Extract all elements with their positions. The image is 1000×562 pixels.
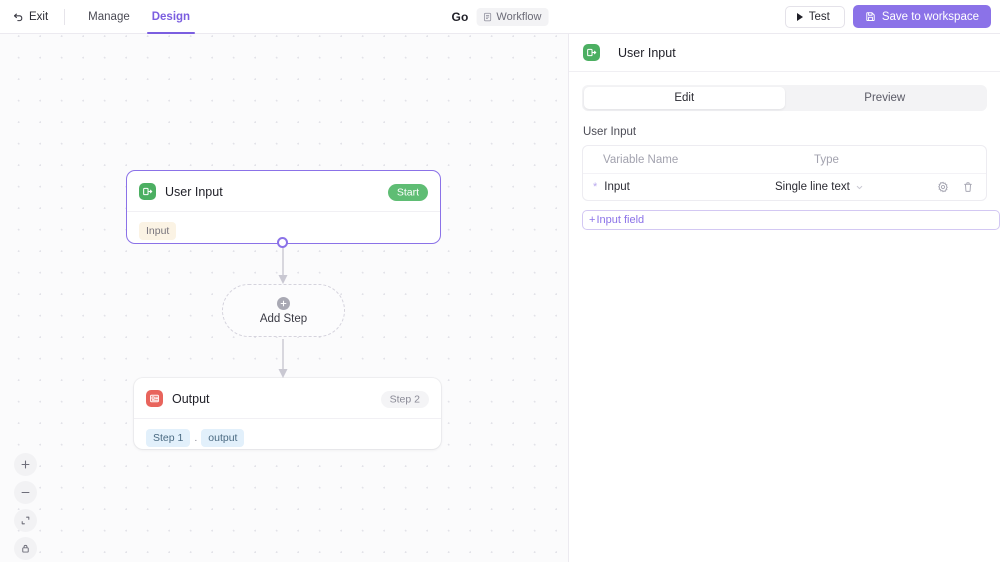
top-header: Exit Manage Design Go Workflow xyxy=(0,0,1000,34)
tab-edit-label: Edit xyxy=(674,92,695,104)
node-user-input-badge-wrap: Start xyxy=(387,183,428,201)
variable-tag-input[interactable]: Input xyxy=(139,222,177,240)
zoom-in-button[interactable] xyxy=(14,453,37,476)
lock-button[interactable] xyxy=(14,537,37,560)
tab-preview[interactable]: Preview xyxy=(785,87,986,109)
panel-header: User Input xyxy=(569,34,1000,72)
lock-icon xyxy=(22,544,29,553)
user-input-icon xyxy=(583,44,600,61)
main-body: User Input Start Input Add Step xyxy=(0,34,1000,562)
node-user-input[interactable]: User Input Start Input xyxy=(126,170,441,244)
expand-icon xyxy=(21,516,30,525)
workflow-badge-label: Workflow xyxy=(496,10,542,23)
tab-design-label: Design xyxy=(151,10,191,23)
properties-panel: User Input Edit Preview User Input Varia… xyxy=(569,34,1000,562)
header-divider xyxy=(64,8,66,25)
node-output[interactable]: Output Step 2 Step 1 . output xyxy=(134,378,441,449)
tab-preview-label: Preview xyxy=(864,92,906,104)
go-label: Go xyxy=(451,9,469,24)
panel-title: User Input xyxy=(618,45,676,60)
node-output-port[interactable] xyxy=(277,237,288,248)
fit-view-button[interactable] xyxy=(14,509,37,532)
tab-edit[interactable]: Edit xyxy=(584,87,785,109)
flow-canvas[interactable]: User Input Start Input Add Step xyxy=(0,34,569,562)
variable-name-value[interactable]: Input xyxy=(604,181,630,193)
header-center-group: Go Workflow xyxy=(451,7,549,26)
node-user-input-header: User Input Start xyxy=(127,171,440,212)
zoom-out-button[interactable] xyxy=(14,481,37,504)
add-field-prefix: + xyxy=(589,214,596,226)
add-input-field-button[interactable]: + Input field xyxy=(582,210,1000,230)
node-output-title: Output xyxy=(172,391,210,406)
node-output-badge-wrap: Step 2 xyxy=(380,390,429,408)
cell-variable-name: * Input xyxy=(593,181,775,193)
exit-label: Exit xyxy=(29,10,49,23)
variables-table: Variable Name Type * Input Single line t… xyxy=(582,145,987,201)
tab-manage[interactable]: Manage xyxy=(77,0,141,33)
exit-button[interactable]: Exit xyxy=(11,8,54,26)
user-input-icon xyxy=(139,183,156,200)
column-header-type: Type xyxy=(814,153,839,166)
plus-icon xyxy=(21,460,30,469)
node-output-body: Step 1 . output xyxy=(134,419,441,459)
table-header-row: Variable Name Type xyxy=(583,146,986,173)
test-button[interactable]: Test xyxy=(784,5,845,28)
required-asterisk: * xyxy=(593,180,598,193)
save-label: Save to workspace xyxy=(881,10,979,23)
section-label: User Input xyxy=(583,126,637,138)
save-to-workspace-button[interactable]: Save to workspace xyxy=(852,5,991,28)
column-header-variable-name: Variable Name xyxy=(603,153,679,166)
document-icon xyxy=(483,12,491,21)
node-output-header: Output Step 2 xyxy=(134,378,441,419)
plus-circle-icon xyxy=(277,296,290,310)
table-row[interactable]: * Input Single line text xyxy=(583,173,986,200)
tab-design[interactable]: Design xyxy=(141,0,201,34)
edit-preview-toggle: Edit Preview xyxy=(582,85,987,111)
header-left-group: Exit Manage Design xyxy=(11,0,201,34)
add-field-label: Input field xyxy=(596,214,645,226)
settings-gear-icon[interactable] xyxy=(937,181,949,193)
canvas-controls xyxy=(14,453,37,560)
start-badge: Start xyxy=(387,184,428,201)
add-step-label: Add Step xyxy=(259,312,308,325)
minus-icon xyxy=(21,491,30,494)
cell-type[interactable]: Single line text xyxy=(775,181,937,193)
reference-chip-step[interactable]: Step 1 xyxy=(146,429,191,447)
play-icon xyxy=(796,12,803,21)
step-badge: Step 2 xyxy=(380,391,429,408)
reference-chip-separator: . xyxy=(194,432,198,444)
test-label: Test xyxy=(808,10,830,23)
node-user-input-body: Input xyxy=(127,212,440,252)
floppy-disk-icon xyxy=(866,12,875,21)
chevron-down-icon xyxy=(856,185,863,189)
row-actions xyxy=(937,181,976,193)
header-right-group: Test Save to workspace xyxy=(784,5,991,28)
type-value: Single line text xyxy=(775,181,850,193)
add-step-button[interactable]: Add Step xyxy=(222,284,345,337)
tab-manage-label: Manage xyxy=(88,10,130,23)
reference-chip-output[interactable]: output xyxy=(201,429,245,447)
node-user-input-title: User Input xyxy=(165,184,223,199)
undo-arrow-icon xyxy=(13,11,24,22)
workflow-badge[interactable]: Workflow xyxy=(476,7,549,26)
output-document-icon xyxy=(146,390,163,407)
header-tabs: Manage Design xyxy=(77,0,201,34)
delete-trash-icon[interactable] xyxy=(962,181,974,193)
